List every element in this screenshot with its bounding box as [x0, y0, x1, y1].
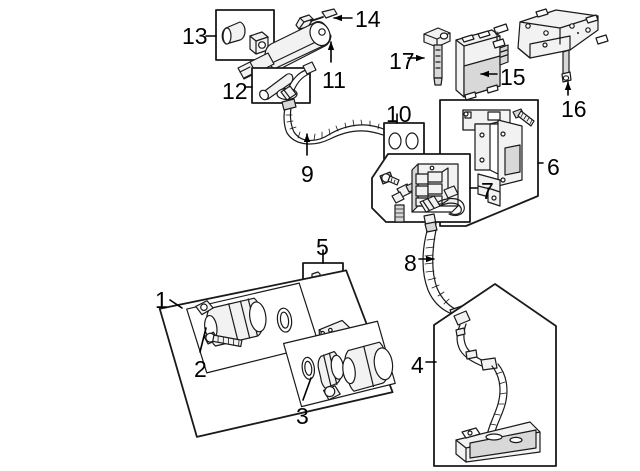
callout-number-17[interactable]: 17	[389, 48, 415, 74]
part-10-seal-rings	[383, 122, 425, 160]
part-1-main-panel	[158, 269, 396, 438]
callout-number-10[interactable]: 10	[386, 101, 412, 127]
callout-number-8[interactable]: 8	[404, 250, 417, 276]
callout-number-1[interactable]: 1	[155, 287, 168, 313]
callout-number-2[interactable]: 2	[194, 356, 207, 382]
part-13-bumper-kit	[215, 9, 275, 61]
part-4-reservoir-panel	[433, 283, 557, 467]
part-16-mount-tray	[492, 8, 609, 83]
callout-number-14[interactable]: 14	[355, 6, 381, 32]
callout-number-7[interactable]: 7	[481, 178, 494, 204]
callout-number-6[interactable]: 6	[547, 154, 560, 180]
callout-number-11[interactable]: 11	[322, 67, 346, 93]
part-17-height-sensor	[423, 27, 451, 86]
callout-number-3[interactable]: 3	[296, 403, 309, 429]
callout-number-4[interactable]: 4	[411, 352, 424, 378]
callout-number-13[interactable]: 13	[182, 23, 208, 49]
callout-number-5[interactable]: 5	[316, 234, 329, 260]
part-3-dryer-kit	[283, 320, 396, 408]
leader-lines	[169, 14, 572, 401]
part-7-valve-panel	[371, 153, 471, 223]
callout-number-15[interactable]: 15	[500, 64, 526, 90]
callout-number-9[interactable]: 9	[301, 161, 314, 187]
callout-number-12[interactable]: 12	[222, 78, 248, 104]
part-12-bushing-kit	[251, 67, 311, 104]
part-14-link-rod	[295, 8, 338, 30]
part-8-air-line	[422, 213, 467, 321]
part-15-control-module	[455, 29, 509, 101]
callout-number-16[interactable]: 16	[561, 96, 587, 122]
